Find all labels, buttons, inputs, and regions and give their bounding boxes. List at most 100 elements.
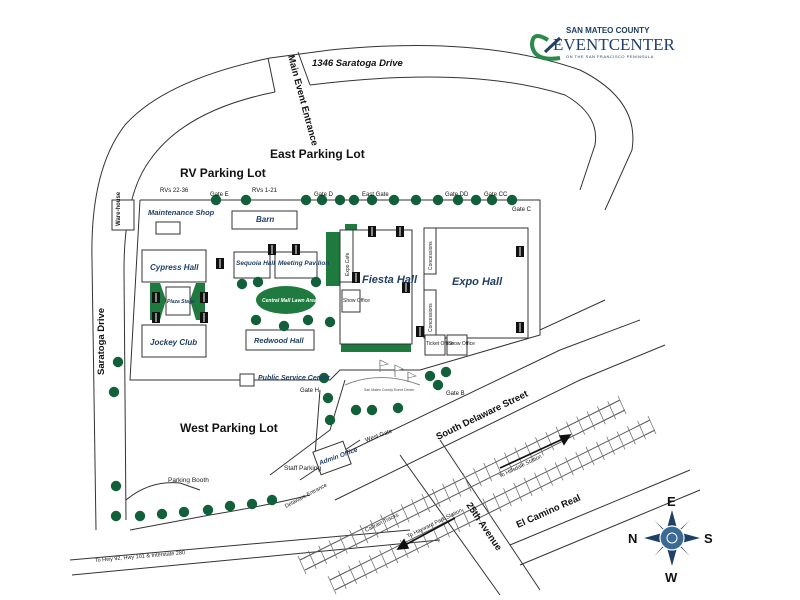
tree-icon [348, 194, 360, 206]
rv-right-label: RVs 1-21 [252, 188, 278, 194]
gate-cc-label: Gate CC [484, 192, 508, 198]
tree-icon [366, 194, 378, 206]
logo-county: SAN MATEO COUNTY [566, 26, 650, 35]
tree-icon [452, 194, 464, 206]
tree-icon [366, 404, 378, 416]
tree-icon [506, 194, 518, 206]
expo-hall-building[interactable] [423, 227, 529, 339]
cypress-hall-building[interactable] [141, 249, 207, 283]
concessions-top[interactable] [423, 227, 437, 275]
gate-e-label: Gate E [210, 192, 229, 198]
expo-cafe-building[interactable] [339, 229, 354, 283]
logo-tagline: ON THE SAN FRANCISCO PENINSULA [566, 54, 654, 59]
expo-label: Expo Hall [452, 276, 503, 288]
restroom-icons [152, 226, 524, 337]
tree-icon [278, 320, 290, 332]
tree-icon [324, 316, 336, 328]
gate-dd-label: Gate DD [445, 192, 469, 198]
tree-icon [134, 510, 146, 522]
tree-icon [424, 370, 436, 382]
tree-icon [246, 498, 258, 510]
maintenance-building[interactable] [155, 221, 181, 235]
tree-icon [224, 500, 236, 512]
plaza-stage-building[interactable] [165, 286, 191, 316]
staff-parking-label: Staff Parking [284, 465, 321, 472]
tree-icon [410, 194, 422, 206]
tree-icon [250, 314, 262, 326]
tree-icon [470, 194, 482, 206]
tree-icon [110, 510, 122, 522]
meeting-pavilion-building[interactable] [274, 251, 318, 279]
tree-icon [108, 386, 120, 398]
maintenance-label: Maintenance Shop [148, 208, 215, 217]
barn-building[interactable] [231, 210, 298, 230]
tree-icon [202, 504, 214, 516]
el-camino-label: El Camino Real [515, 493, 583, 531]
gate-c-label: Gate C [512, 207, 532, 213]
show-office-expo[interactable] [446, 334, 468, 356]
rv-lot-label: RV Parking Lot [180, 166, 266, 180]
expo-cafe-label: Expo Cafe [345, 252, 351, 276]
tree-icon [316, 194, 328, 206]
tree-icon [236, 278, 248, 290]
tree-icon [178, 506, 190, 518]
buildings [111, 199, 529, 476]
arrow-left-icon [396, 538, 410, 550]
meeting-label: Meeting Pavilion [278, 260, 329, 267]
compass-e-label: E [667, 494, 676, 509]
tree-icon [432, 194, 444, 206]
tree-icon [392, 402, 404, 414]
admin-office-building[interactable] [312, 440, 352, 476]
gate-east-label: East Gate [362, 192, 389, 198]
sequoia-label: Sequoia Hall [236, 260, 275, 267]
tree-icon [300, 194, 312, 206]
gate-d-label: Gate D [314, 192, 334, 198]
event-center-sign-label: San Mateo County Event Center [364, 388, 415, 392]
ticket-office-building[interactable] [424, 334, 446, 356]
event-center-sign [344, 359, 421, 386]
tree-icon [440, 366, 452, 378]
west-lot-label: West Parking Lot [180, 421, 278, 435]
compass-s-label: S [704, 531, 713, 546]
jockey-label: Jockey Club [150, 338, 197, 347]
delaware-entrance-label: Delaware Entrance [284, 483, 328, 510]
tree-icon [324, 414, 336, 426]
tree-icon [240, 194, 252, 206]
to-hayward-label: To Hayward Park Station [406, 508, 463, 540]
compass-n-label: N [628, 531, 637, 546]
logo-swoosh-icon [529, 34, 561, 61]
plaza-stage-label: Plaza Stage [167, 299, 195, 305]
barn-label: Barn [256, 215, 274, 224]
redwood-label: Redwood Hall [254, 336, 305, 345]
logo-name: EVENTCENTER [553, 35, 675, 54]
sequoia-hall-building[interactable] [233, 251, 271, 279]
central-mall-lawn[interactable] [256, 286, 316, 314]
tree-icon [266, 494, 278, 506]
caltrain-label: Caltrain Tracks [364, 512, 400, 534]
parking-booth-label: Parking Booth [168, 477, 209, 484]
gate-h-label: Gate H [300, 388, 319, 394]
tree-icon [350, 404, 362, 416]
east-lot-label: East Parking Lot [270, 147, 365, 161]
tree-icon [388, 194, 400, 206]
fiesta-label: Fiesta Hall [362, 274, 418, 286]
compass: N E S W [628, 494, 713, 585]
arrow-right-icon [558, 434, 572, 446]
jockey-club-building[interactable] [141, 324, 207, 358]
to-hwy-label: To Hwy 92, Hwy 101 & Interstate 280 [95, 550, 186, 564]
trees [108, 194, 518, 522]
tree-icon [112, 356, 124, 368]
concessions-bottom-label: Concessions [428, 303, 434, 332]
logo: SAN MATEO COUNTY EVENTCENTER ON THE SAN … [529, 26, 675, 61]
green-areas [326, 224, 411, 352]
show-office-fiesta[interactable] [341, 289, 361, 313]
redwood-hall-building[interactable] [245, 329, 315, 351]
ticket-office-label: Ticket Office [426, 341, 454, 347]
tree-icon [322, 392, 334, 404]
tree-icon [310, 276, 322, 288]
warehouse-label: Ware-house [116, 191, 122, 226]
road-outlines [69, 45, 701, 596]
warehouse-building[interactable] [111, 199, 135, 231]
public-service-building[interactable] [239, 373, 255, 387]
tree-icon [486, 194, 498, 206]
